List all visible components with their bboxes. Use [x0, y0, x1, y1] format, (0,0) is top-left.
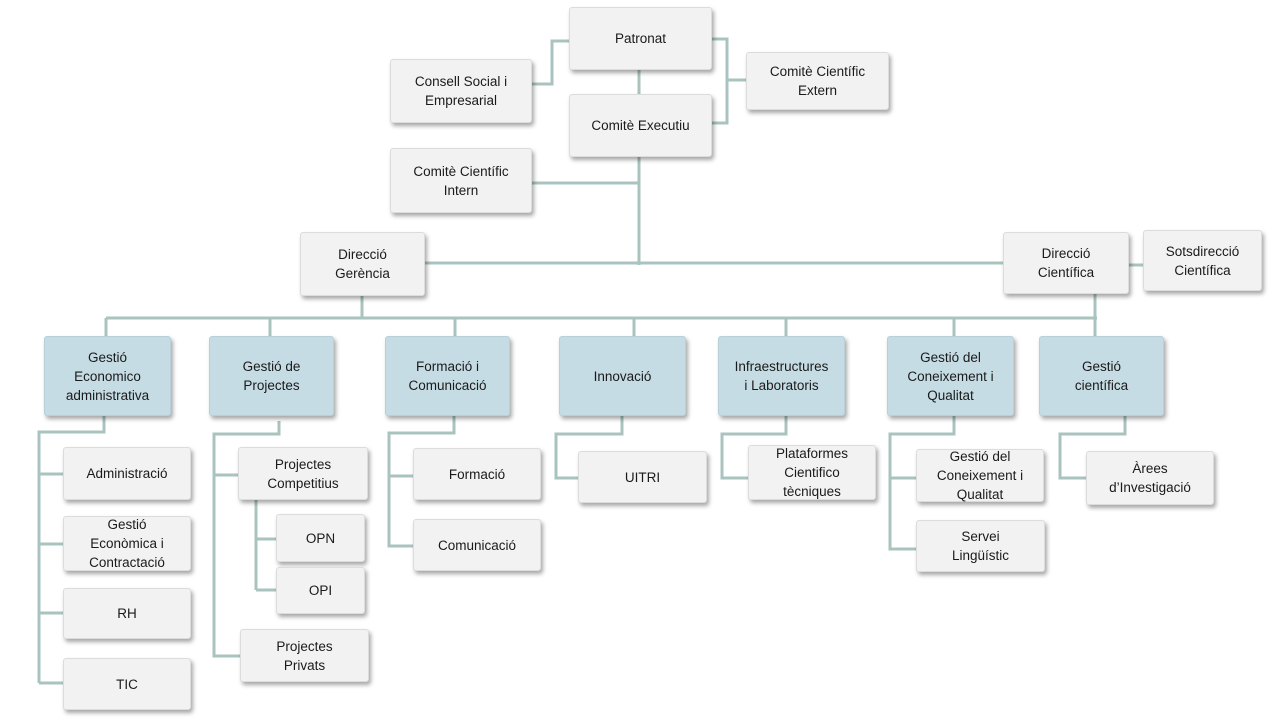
unit-administracio: Administració — [63, 447, 191, 500]
unit-servei-linguistic: Servei Lingüístic — [916, 520, 1045, 572]
unit-plataformes: Plataformes Cientifico tècniques — [748, 445, 876, 500]
unit-formacio: Formació — [413, 448, 541, 500]
comite-intern-box: Comitè Científic Intern — [390, 148, 532, 213]
department-gestio-projectes: Gestió de Projectes — [209, 336, 334, 416]
department-formacio-comunicacio: Formació i Comunicació — [385, 336, 510, 416]
department-gestio-economico: Gestió Economico administrativa — [44, 336, 171, 416]
consell-social-box: Consell Social i Empresarial — [390, 59, 532, 123]
direccio-gerencia-box: Direcció Gerència — [300, 232, 425, 296]
department-innovacio: Innovació — [559, 336, 686, 416]
unit-opi: OPI — [276, 567, 365, 614]
comite-extern-box: Comitè Científic Extern — [746, 52, 889, 110]
department-infraestructures: Infraestructures i Laboratoris — [718, 336, 845, 416]
unit-tic: TIC — [63, 658, 191, 710]
unit-projectes-privats: Projectes Privats — [240, 629, 369, 682]
unit-projectes-competitius: Projectes Competitius — [238, 447, 368, 500]
unit-gestio-coneixement: Gestió del Coneixement i Qualitat — [916, 449, 1044, 502]
unit-arees-investigacio: Àrees d’Investigació — [1086, 451, 1214, 505]
sotsdireccio-cientifica-box: Sotsdirecció Científica — [1143, 230, 1262, 291]
unit-opn: OPN — [276, 514, 365, 562]
patronat-box: Patronat — [569, 7, 712, 70]
direccio-cientifica-box: Direcció Científica — [1003, 232, 1129, 294]
unit-gestio-economica: Gestió Econòmica i Contractació — [63, 516, 191, 571]
comite-executiu-box: Comitè Executiu — [569, 94, 712, 157]
department-gestio-coneixement: Gestió del Coneixement i Qualitat — [887, 336, 1014, 416]
unit-uitri: UITRI — [578, 451, 707, 503]
unit-comunicacio: Comunicació — [413, 519, 541, 571]
unit-rh: RH — [63, 588, 191, 639]
department-gestio-cientifica: Gestió científica — [1039, 336, 1164, 416]
